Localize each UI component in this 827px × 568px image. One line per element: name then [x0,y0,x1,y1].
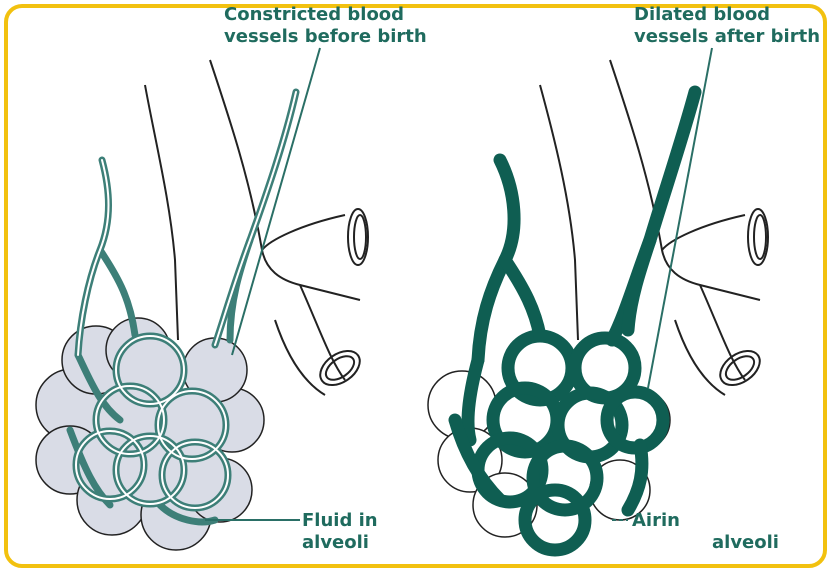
after-birth-panel [428,48,768,550]
air-label-line2: alveoli [712,532,779,554]
constricted-pointer-line [232,48,320,355]
constricted-label-line2: vessels before birth [224,26,427,48]
dilated-vessels [455,92,695,550]
dilated-label: Dilated blood vessels after birth [634,4,820,48]
constricted-label: Constricted blood vessels before birth [224,4,427,48]
air-label-line2-wrap: alveoli [712,532,779,554]
fluid-label: Fluid in alveoli [302,510,378,554]
dilated-label-line1: Dilated blood [634,4,820,26]
before-birth-panel [36,48,368,550]
constricted-label-line1: Constricted blood [224,4,427,26]
air-label-line1-wrap: Airin [632,510,680,532]
air-label-line1: Airin [632,510,680,532]
fluid-label-line2: alveoli [302,532,378,554]
dilated-label-line2: vessels after birth [634,26,820,48]
fluid-label-line1: Fluid in [302,510,378,532]
